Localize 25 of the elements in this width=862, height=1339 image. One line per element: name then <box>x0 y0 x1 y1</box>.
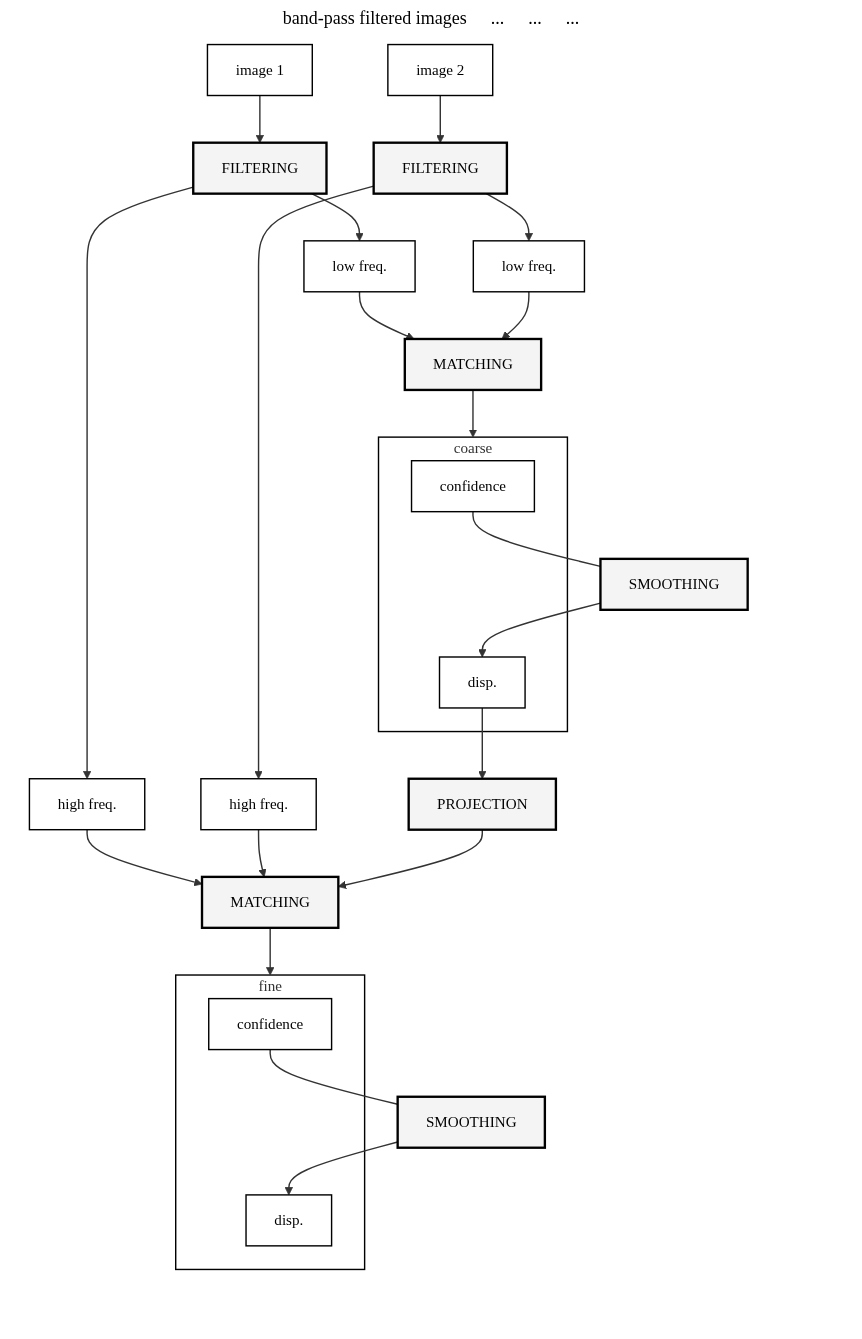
node-box: image 1 <box>206 43 313 97</box>
node-box: confidence <box>410 460 536 513</box>
node-box: disp. <box>245 1194 333 1247</box>
node-box: PROJECTION <box>407 777 558 831</box>
note-text: ... <box>528 8 542 29</box>
node-box: MATCHING <box>200 875 340 929</box>
arrow <box>266 927 275 976</box>
arrow <box>86 829 203 887</box>
node-box: low freq. <box>472 240 586 293</box>
note-text: ... <box>490 8 505 29</box>
node-box: low freq. <box>303 240 416 293</box>
note-text: band-pass filtered images <box>282 8 467 29</box>
node-box: disp. <box>438 656 526 709</box>
note-text: ... <box>565 8 580 29</box>
node-box: FILTERING <box>372 141 509 195</box>
arrow <box>468 389 478 438</box>
node-box: high freq. <box>200 778 317 831</box>
node-box: SMOOTHING <box>599 557 749 611</box>
node-box: SMOOTHING <box>396 1095 547 1149</box>
arrow <box>82 186 194 780</box>
node-box: FILTERING <box>192 141 328 195</box>
node-box: MATCHING <box>403 337 543 392</box>
node-box: confidence <box>208 997 333 1051</box>
node-box: image 2 <box>387 43 494 97</box>
node-box: high freq. <box>28 778 146 831</box>
